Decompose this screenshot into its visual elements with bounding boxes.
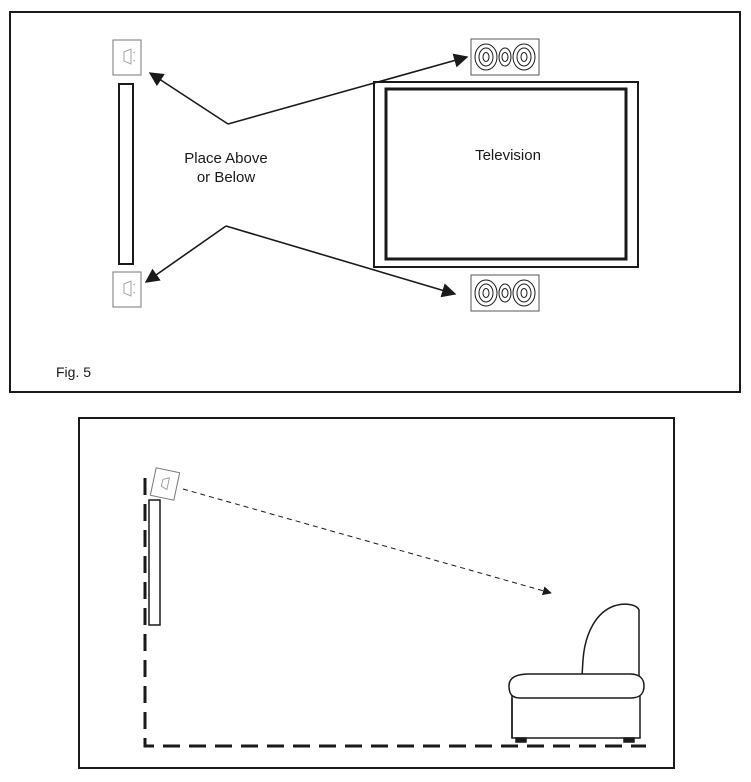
center-speaker-bottom-icon xyxy=(471,275,539,311)
sofa-icon xyxy=(509,604,644,742)
sound-path-dashed-arrow xyxy=(183,489,551,593)
surround-speaker-side-icon xyxy=(150,468,179,500)
tv-label: Television xyxy=(475,147,541,164)
center-speaker-top-icon xyxy=(471,39,539,75)
placement-label-line2: or Below xyxy=(197,169,256,186)
surround-speaker-top-icon xyxy=(113,40,141,75)
wall-panel-side xyxy=(149,500,160,625)
television: Television xyxy=(374,82,638,267)
arrow-to-surround-bottom xyxy=(146,226,226,282)
placement-label-line1: Place Above xyxy=(184,150,267,167)
side-view-panel xyxy=(79,418,674,768)
wall-panel xyxy=(119,84,133,264)
figure-label: Fig. 5 xyxy=(56,364,91,380)
fig5-panel: Television Place Above or Below Fig. 5 xyxy=(10,12,740,392)
arrow-to-surround-top xyxy=(150,73,228,124)
surround-speaker-bottom-icon xyxy=(113,272,141,307)
